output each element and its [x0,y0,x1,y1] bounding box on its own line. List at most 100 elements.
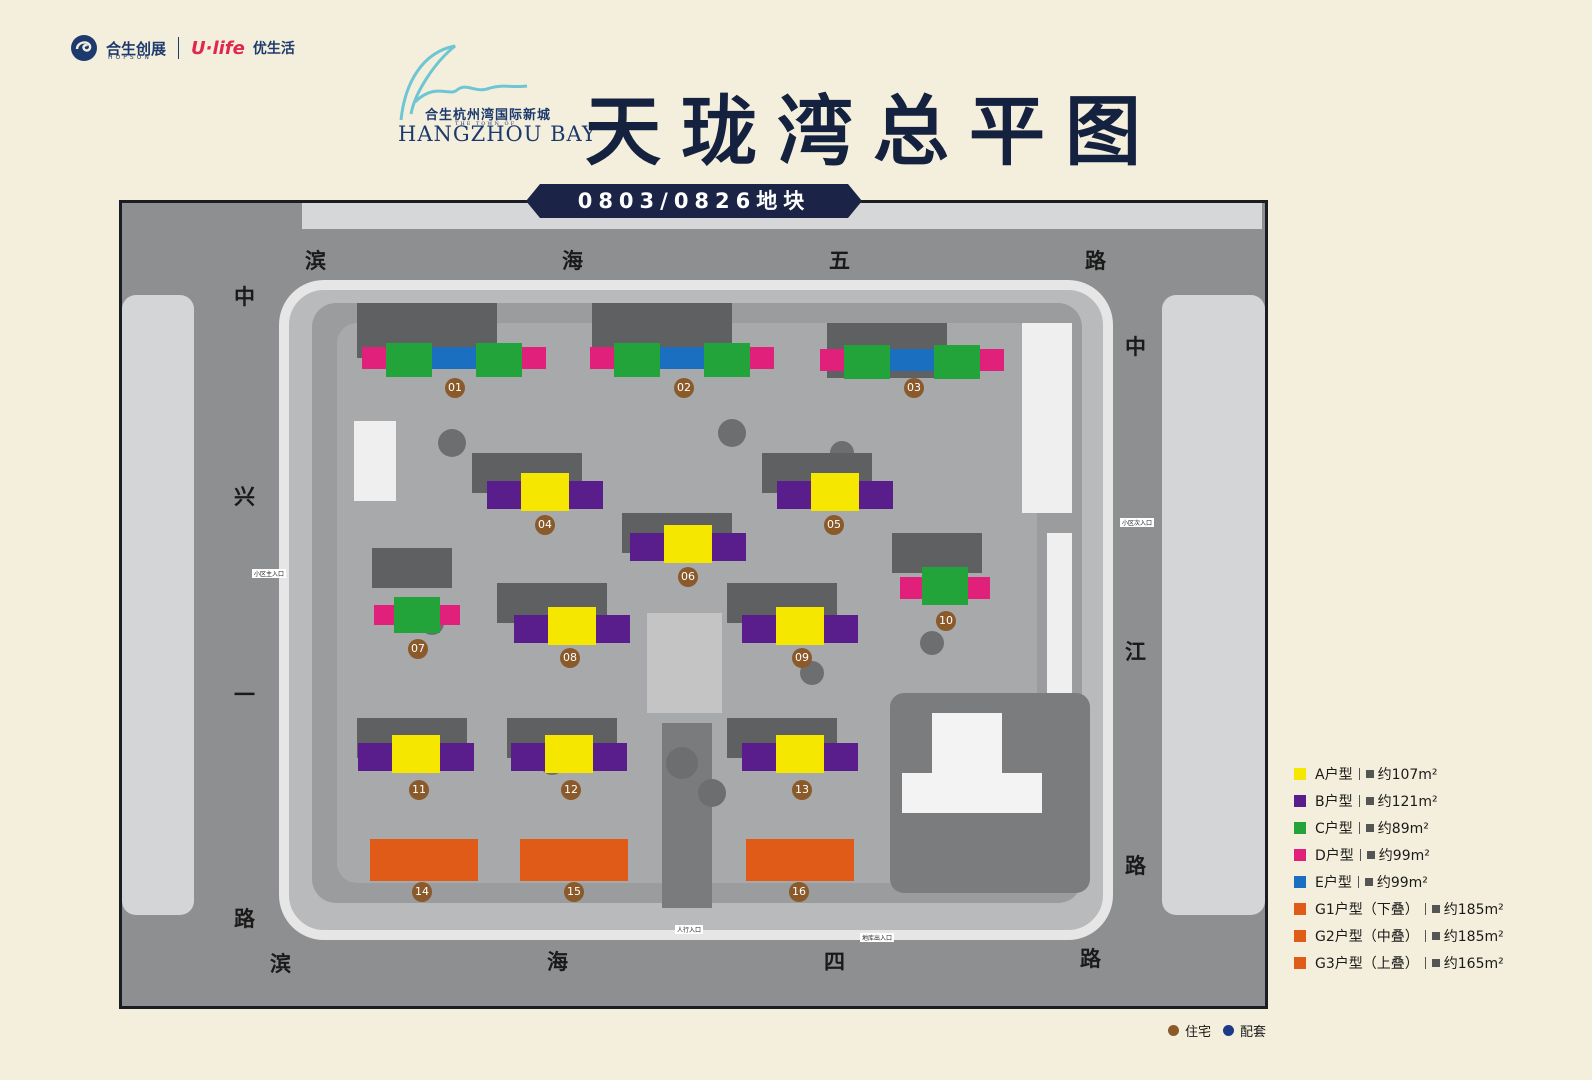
commercial-strip-north [1022,323,1072,513]
hopson-swirl-icon [71,35,97,61]
legend-area: 约185m² [1443,901,1504,918]
commercial-strip-south [1047,533,1072,693]
legend-area: 约107m² [1377,766,1438,783]
road-south-4: 路 [1080,947,1101,971]
area-icon [1365,823,1374,832]
road-north-4: 路 [1085,249,1106,273]
facility-west [354,421,396,501]
building-marker-04: 04 [535,515,555,535]
legend-divider [1358,767,1360,780]
site-plan-drawing [122,203,1265,1006]
legend-area: 约89m² [1377,820,1429,837]
entrance-east-secondary: 小区次入口 [1120,518,1155,527]
legend-swatch [1294,821,1306,834]
legend-swatch [1294,956,1306,969]
legend-label: D户型 [1315,847,1354,864]
legend-area: 约185m² [1443,928,1504,945]
marker-key: 住宅 配套 [1168,1021,1266,1040]
legend-divider [1424,929,1426,942]
central-plaza [647,613,722,713]
road-north-3: 五 [829,249,850,273]
logo-en-text: HANGZHOU BAY [398,122,597,146]
kindergarten-building [902,713,1042,813]
plot-banner [526,184,862,218]
road-east-1: 中 [1125,335,1146,359]
area-icon [1365,796,1374,805]
legend-label: C户型 [1315,820,1353,837]
building-marker-13: 13 [792,780,812,800]
building-marker-14: 14 [412,882,432,902]
facility-dot [1223,1025,1235,1036]
legend-area: 约99m² [1378,847,1430,864]
page-title: 天珑湾总平图 [585,87,1161,176]
legend-swatch [1294,929,1306,942]
legend-item: D户型 约99m² [1294,841,1504,868]
legend-divider [1357,875,1359,888]
road-north-2: 海 [562,249,583,273]
legend-divider [1359,848,1361,861]
road-south-3: 四 [824,950,845,974]
legend-item: C户型 约89m² [1294,814,1504,841]
buildings-layer [358,343,1004,881]
legend-divider [1424,956,1426,969]
area-icon [1365,769,1374,778]
legend-item: G1户型（下叠） 约185m² [1294,895,1504,922]
legend-label: G1户型（下叠） [1315,901,1419,918]
legend-swatch [1294,794,1306,807]
legend-label: G3户型（上叠） [1315,955,1419,972]
legend-swatch [1294,902,1306,915]
legend-label: B户型 [1315,793,1353,810]
plot-label: 0803/0826地块 [577,189,811,213]
legend-swatch [1294,875,1306,888]
legend-item: E户型 约99m² [1294,868,1504,895]
building-marker-07: 07 [408,639,428,659]
legend-swatch [1294,848,1306,861]
building-marker-16: 16 [789,882,809,902]
legend-swatch [1294,767,1306,780]
entrance-south-garage: 地库出入口 [860,933,895,942]
building-marker-08: 08 [560,648,580,668]
building-marker-09: 09 [792,648,812,668]
west-block [122,295,194,915]
logo-small-text: THE TOWN OF [455,121,517,127]
area-icon [1431,904,1440,913]
entrance-south-pedestrian: 人行入口 [675,925,704,934]
road-north-1: 滨 [305,249,326,273]
legend-area: 约121m² [1377,793,1438,810]
road-west-4: 路 [234,907,255,931]
legend-divider [1358,794,1360,807]
area-icon [1431,958,1440,967]
road-west-1: 中 [234,285,255,309]
legend-item: G2户型（中叠） 约185m² [1294,922,1504,949]
entrance-west-main: 小区主入口 [252,569,287,578]
legend-area: 约99m² [1376,874,1428,891]
ulife-name: U·life [191,37,245,59]
building-marker-05: 05 [824,515,844,535]
building-marker-06: 06 [678,567,698,587]
road-west-2: 兴 [234,485,255,509]
ulife-cn: 优生活 [252,41,295,57]
building-marker-11: 11 [409,780,429,800]
brand-divider [178,37,180,59]
legend-item: B户型 约121m² [1294,787,1504,814]
legend-divider [1358,821,1360,834]
building-marker-01: 01 [445,378,465,398]
legend-label: E户型 [1315,874,1352,891]
road-west-3: 一 [234,683,255,707]
area-icon [1431,931,1440,940]
hangzhou-bay-logo-icon [399,44,528,121]
road-east-2: 江 [1125,640,1146,664]
building-marker-15: 15 [564,882,584,902]
building-marker-03: 03 [904,378,924,398]
hopson-name: 合生创展 [106,39,167,58]
building-marker-12: 12 [561,780,581,800]
legend-label: G2户型（中叠） [1315,928,1419,945]
area-icon [1366,850,1375,859]
area-icon [1364,877,1373,886]
building-marker-02: 02 [674,378,694,398]
building-marker-10: 10 [936,611,956,631]
logo-cn-text: 合生杭州湾国际新城 [425,108,552,123]
road-south-1: 滨 [270,952,291,976]
legend-divider [1424,902,1426,915]
